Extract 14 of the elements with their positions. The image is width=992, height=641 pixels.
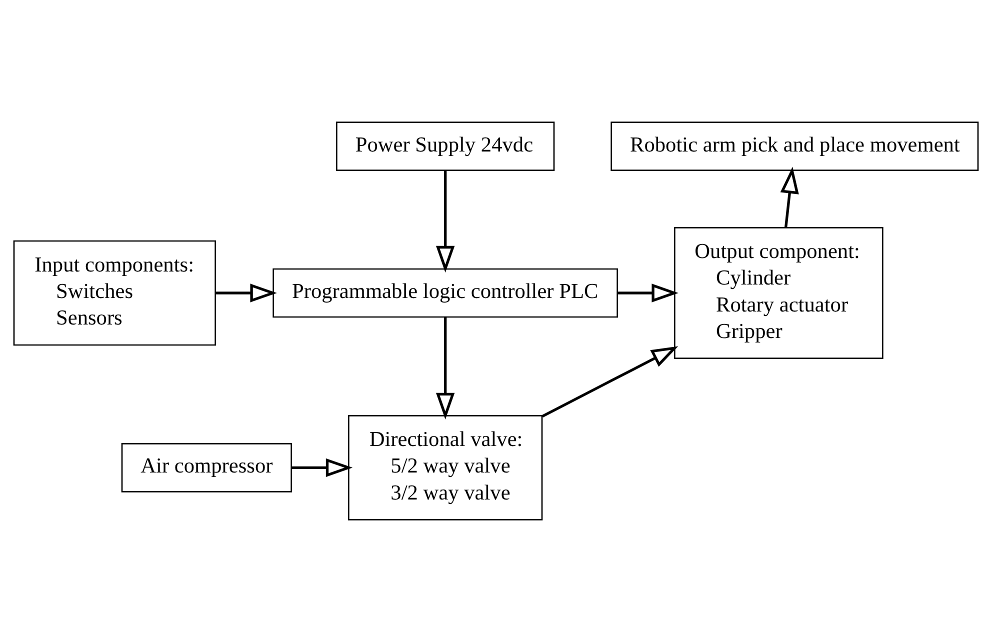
node-box: Directional valve: 5/2 way valve 3/2 way valve — [348, 414, 543, 520]
arrow — [436, 170, 455, 272]
arrow — [542, 346, 678, 417]
arrow — [292, 458, 353, 477]
node-box: Input components: Switches Sensors — [13, 240, 216, 346]
node-box: Programmable logic controller PLC — [272, 268, 618, 318]
node-box: Output component: Cylinder Rotary actuator Gripper — [674, 226, 884, 358]
node-box: Power Supply 24vdc — [336, 121, 555, 170]
arrow — [215, 283, 277, 302]
arrow — [780, 166, 799, 228]
arrow — [436, 316, 455, 420]
node-box: Robotic arm pick and place movement — [610, 121, 979, 170]
node-box: Air compressor — [121, 442, 292, 492]
arrow — [618, 283, 678, 302]
